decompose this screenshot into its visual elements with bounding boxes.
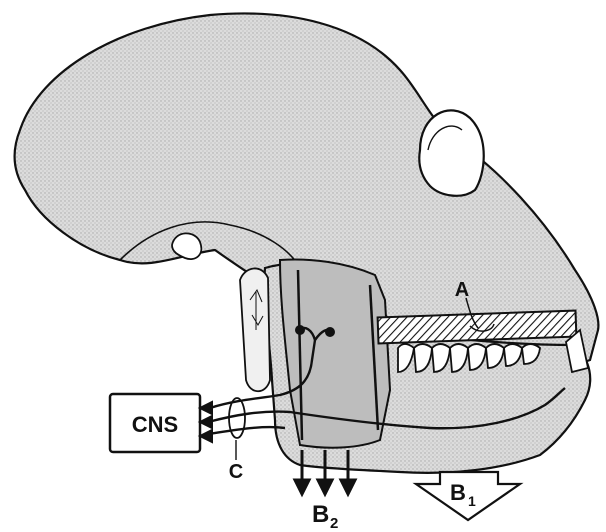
label-a: A (455, 279, 469, 301)
condyle (240, 268, 270, 391)
nerve-ending (325, 327, 335, 337)
label-b2-sub: 2 (330, 515, 338, 532)
label-b1: B (450, 480, 466, 505)
eye-orbit (419, 110, 483, 195)
cns-label: CNS (132, 412, 178, 437)
label-b1-sub: 1 (468, 493, 476, 509)
nerve-ending (295, 325, 305, 335)
label-c: C (229, 461, 243, 483)
afferent-arrows (200, 402, 212, 442)
nerve-ring-c (229, 398, 245, 438)
label-b2: B (312, 501, 329, 528)
